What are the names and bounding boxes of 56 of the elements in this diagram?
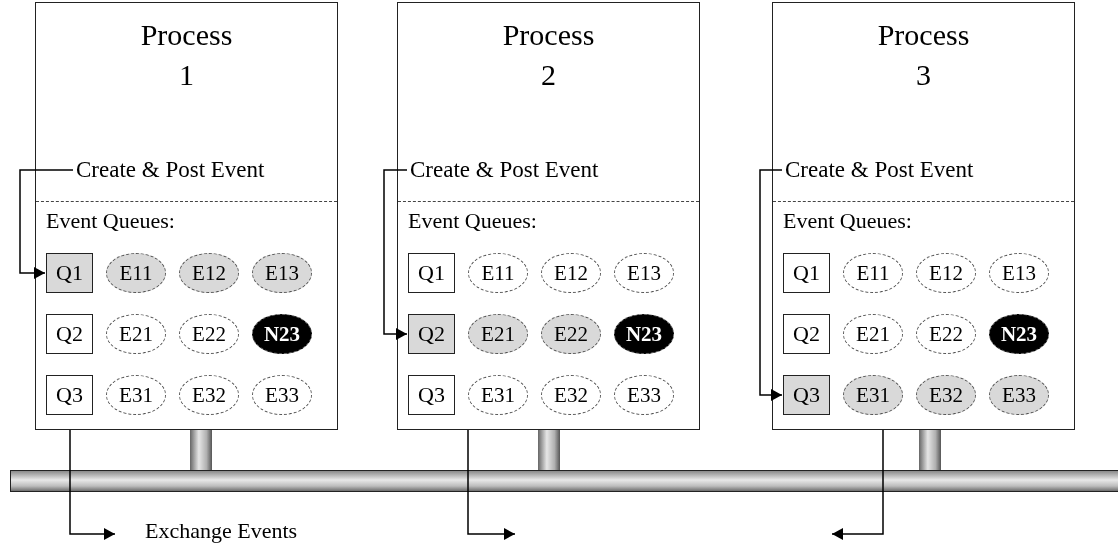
event-ellipse: E13	[252, 253, 312, 293]
event-ellipse: E33	[252, 375, 312, 415]
arrow	[69, 429, 116, 540]
queue-box: Q1	[783, 253, 830, 293]
arrow	[467, 429, 516, 540]
section-heading: Event Queues:	[408, 207, 537, 235]
process-title: Process 3	[876, 17, 971, 93]
connector-pillar	[190, 430, 212, 470]
arrow	[759, 169, 783, 401]
event-ellipse: E22	[541, 314, 601, 354]
event-ellipse: E11	[843, 253, 903, 293]
queue-box: Q2	[46, 314, 93, 354]
arrow	[383, 169, 408, 340]
event-ellipse: E21	[106, 314, 166, 354]
event-ellipse: E13	[614, 253, 674, 293]
queue-box: Q3	[783, 375, 830, 415]
event-ellipse: E32	[179, 375, 239, 415]
event-ellipse: E31	[468, 375, 528, 415]
process-box	[35, 2, 338, 430]
event-ellipse: N23	[252, 314, 312, 354]
event-ellipse: E33	[614, 375, 674, 415]
event-ellipse: E11	[468, 253, 528, 293]
bus-bar	[10, 470, 1118, 492]
process-title: Process 1	[139, 17, 234, 93]
queue-box: Q1	[408, 253, 455, 293]
event-ellipse: E31	[106, 375, 166, 415]
event-ellipse: E12	[541, 253, 601, 293]
process-title: Process 2	[501, 17, 596, 93]
event-ellipse: E11	[106, 253, 166, 293]
event-ellipse: E22	[179, 314, 239, 354]
event-ellipse: E32	[541, 375, 601, 415]
event-ellipse: E22	[916, 314, 976, 354]
event-ellipse: E13	[989, 253, 1049, 293]
section-heading: Event Queues:	[783, 207, 912, 235]
process-box	[772, 2, 1075, 430]
event-ellipse: E33	[989, 375, 1049, 415]
event-ellipse: E21	[468, 314, 528, 354]
queue-box: Q1	[46, 253, 93, 293]
queue-box: Q2	[408, 314, 455, 354]
event-ellipse: E12	[179, 253, 239, 293]
event-ellipse: E31	[843, 375, 903, 415]
event-ellipse: N23	[614, 314, 674, 354]
event-ellipse: E12	[916, 253, 976, 293]
queue-box: Q3	[408, 375, 455, 415]
caption-label: Exchange Events	[145, 518, 298, 544]
event-ellipse: E21	[843, 314, 903, 354]
event-ellipse: E32	[916, 375, 976, 415]
queue-box: Q2	[783, 314, 830, 354]
connector-pillar	[919, 430, 941, 470]
event-ellipse: N23	[989, 314, 1049, 354]
section-heading: Event Queues:	[46, 207, 175, 235]
queue-box: Q3	[46, 375, 93, 415]
arrow	[19, 169, 74, 279]
arrow	[831, 429, 884, 540]
connector-pillar	[538, 430, 560, 470]
process-box	[397, 2, 700, 430]
